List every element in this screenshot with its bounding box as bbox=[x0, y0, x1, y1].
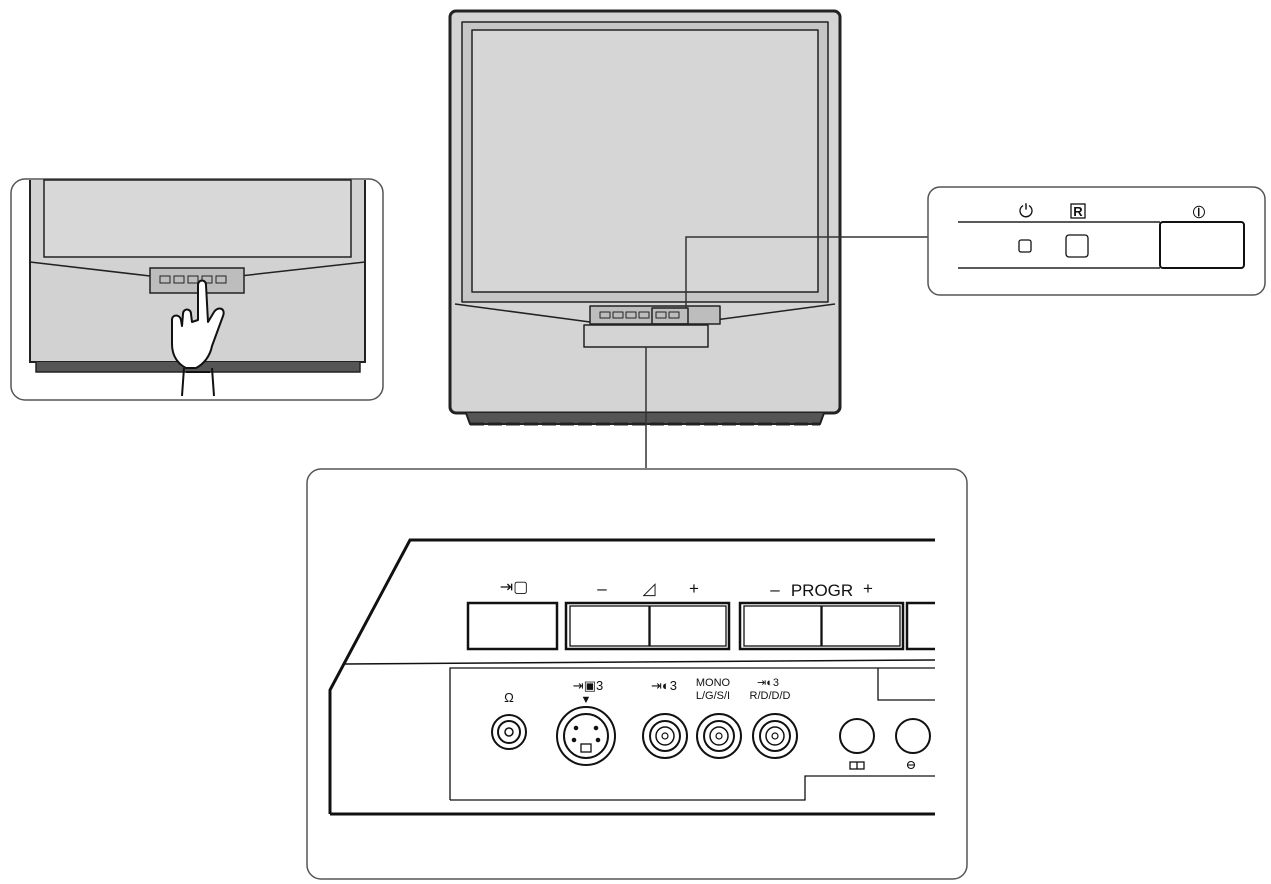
audio-left-rca-jack[interactable] bbox=[696, 713, 742, 759]
tv-screen bbox=[471, 29, 819, 293]
audio-right-rca-jack[interactable] bbox=[752, 713, 798, 759]
standby-indicator bbox=[1018, 239, 1032, 253]
headphone-icon: Ω bbox=[504, 690, 514, 705]
input-select-button[interactable] bbox=[466, 601, 559, 651]
svideo-jack[interactable] bbox=[556, 706, 616, 766]
svideo-label: ⇥▣3 bbox=[573, 678, 603, 693]
hand-icon bbox=[171, 279, 225, 397]
record-icon: R bbox=[1073, 204, 1083, 219]
misc-button[interactable] bbox=[895, 718, 931, 754]
program-up-button[interactable] bbox=[821, 605, 901, 647]
tv-status-highlight bbox=[651, 307, 689, 325]
power-button[interactable] bbox=[1159, 221, 1245, 269]
standby-icon: ⏻ bbox=[1019, 201, 1033, 221]
program-plus-label: + bbox=[863, 579, 873, 598]
av-button[interactable] bbox=[839, 718, 875, 754]
misc-icon bbox=[906, 760, 916, 770]
volume-minus-label: – bbox=[597, 579, 607, 598]
video-rca-jack[interactable] bbox=[642, 713, 688, 759]
volume-icon: ◿ bbox=[642, 579, 656, 598]
audio-left-label: L/G/S/I bbox=[696, 690, 730, 702]
program-down-button[interactable] bbox=[743, 605, 822, 647]
status-inset: ⏻ R ⦶ bbox=[927, 186, 1266, 296]
record-indicator bbox=[1065, 234, 1089, 258]
video-in-label: ⇥◐3 bbox=[651, 678, 677, 693]
volume-plus-label: + bbox=[689, 579, 699, 598]
volume-up-button[interactable] bbox=[649, 605, 727, 647]
audio-in-label: ⇥◐3 bbox=[757, 677, 779, 689]
volume-down-button[interactable] bbox=[569, 605, 650, 647]
audio-right-label: R/D/D/D bbox=[750, 690, 791, 702]
callout-lines bbox=[645, 236, 930, 468]
av-icon bbox=[849, 761, 865, 770]
partial-button[interactable] bbox=[905, 601, 935, 651]
headphone-jack[interactable] bbox=[491, 714, 527, 750]
tv-feet bbox=[465, 412, 825, 425]
mono-label: MONO bbox=[696, 677, 731, 689]
program-minus-label: – bbox=[770, 580, 780, 599]
input-select-icon: ⇥▢ bbox=[500, 579, 529, 596]
program-label: PROGR bbox=[791, 581, 853, 600]
power-icon: ⦶ bbox=[1192, 202, 1205, 222]
tv-set bbox=[448, 9, 842, 426]
front-panel-inset bbox=[306, 468, 968, 880]
svideo-arrow-icon: ▼ bbox=[581, 694, 592, 706]
hand-inset bbox=[10, 178, 384, 401]
